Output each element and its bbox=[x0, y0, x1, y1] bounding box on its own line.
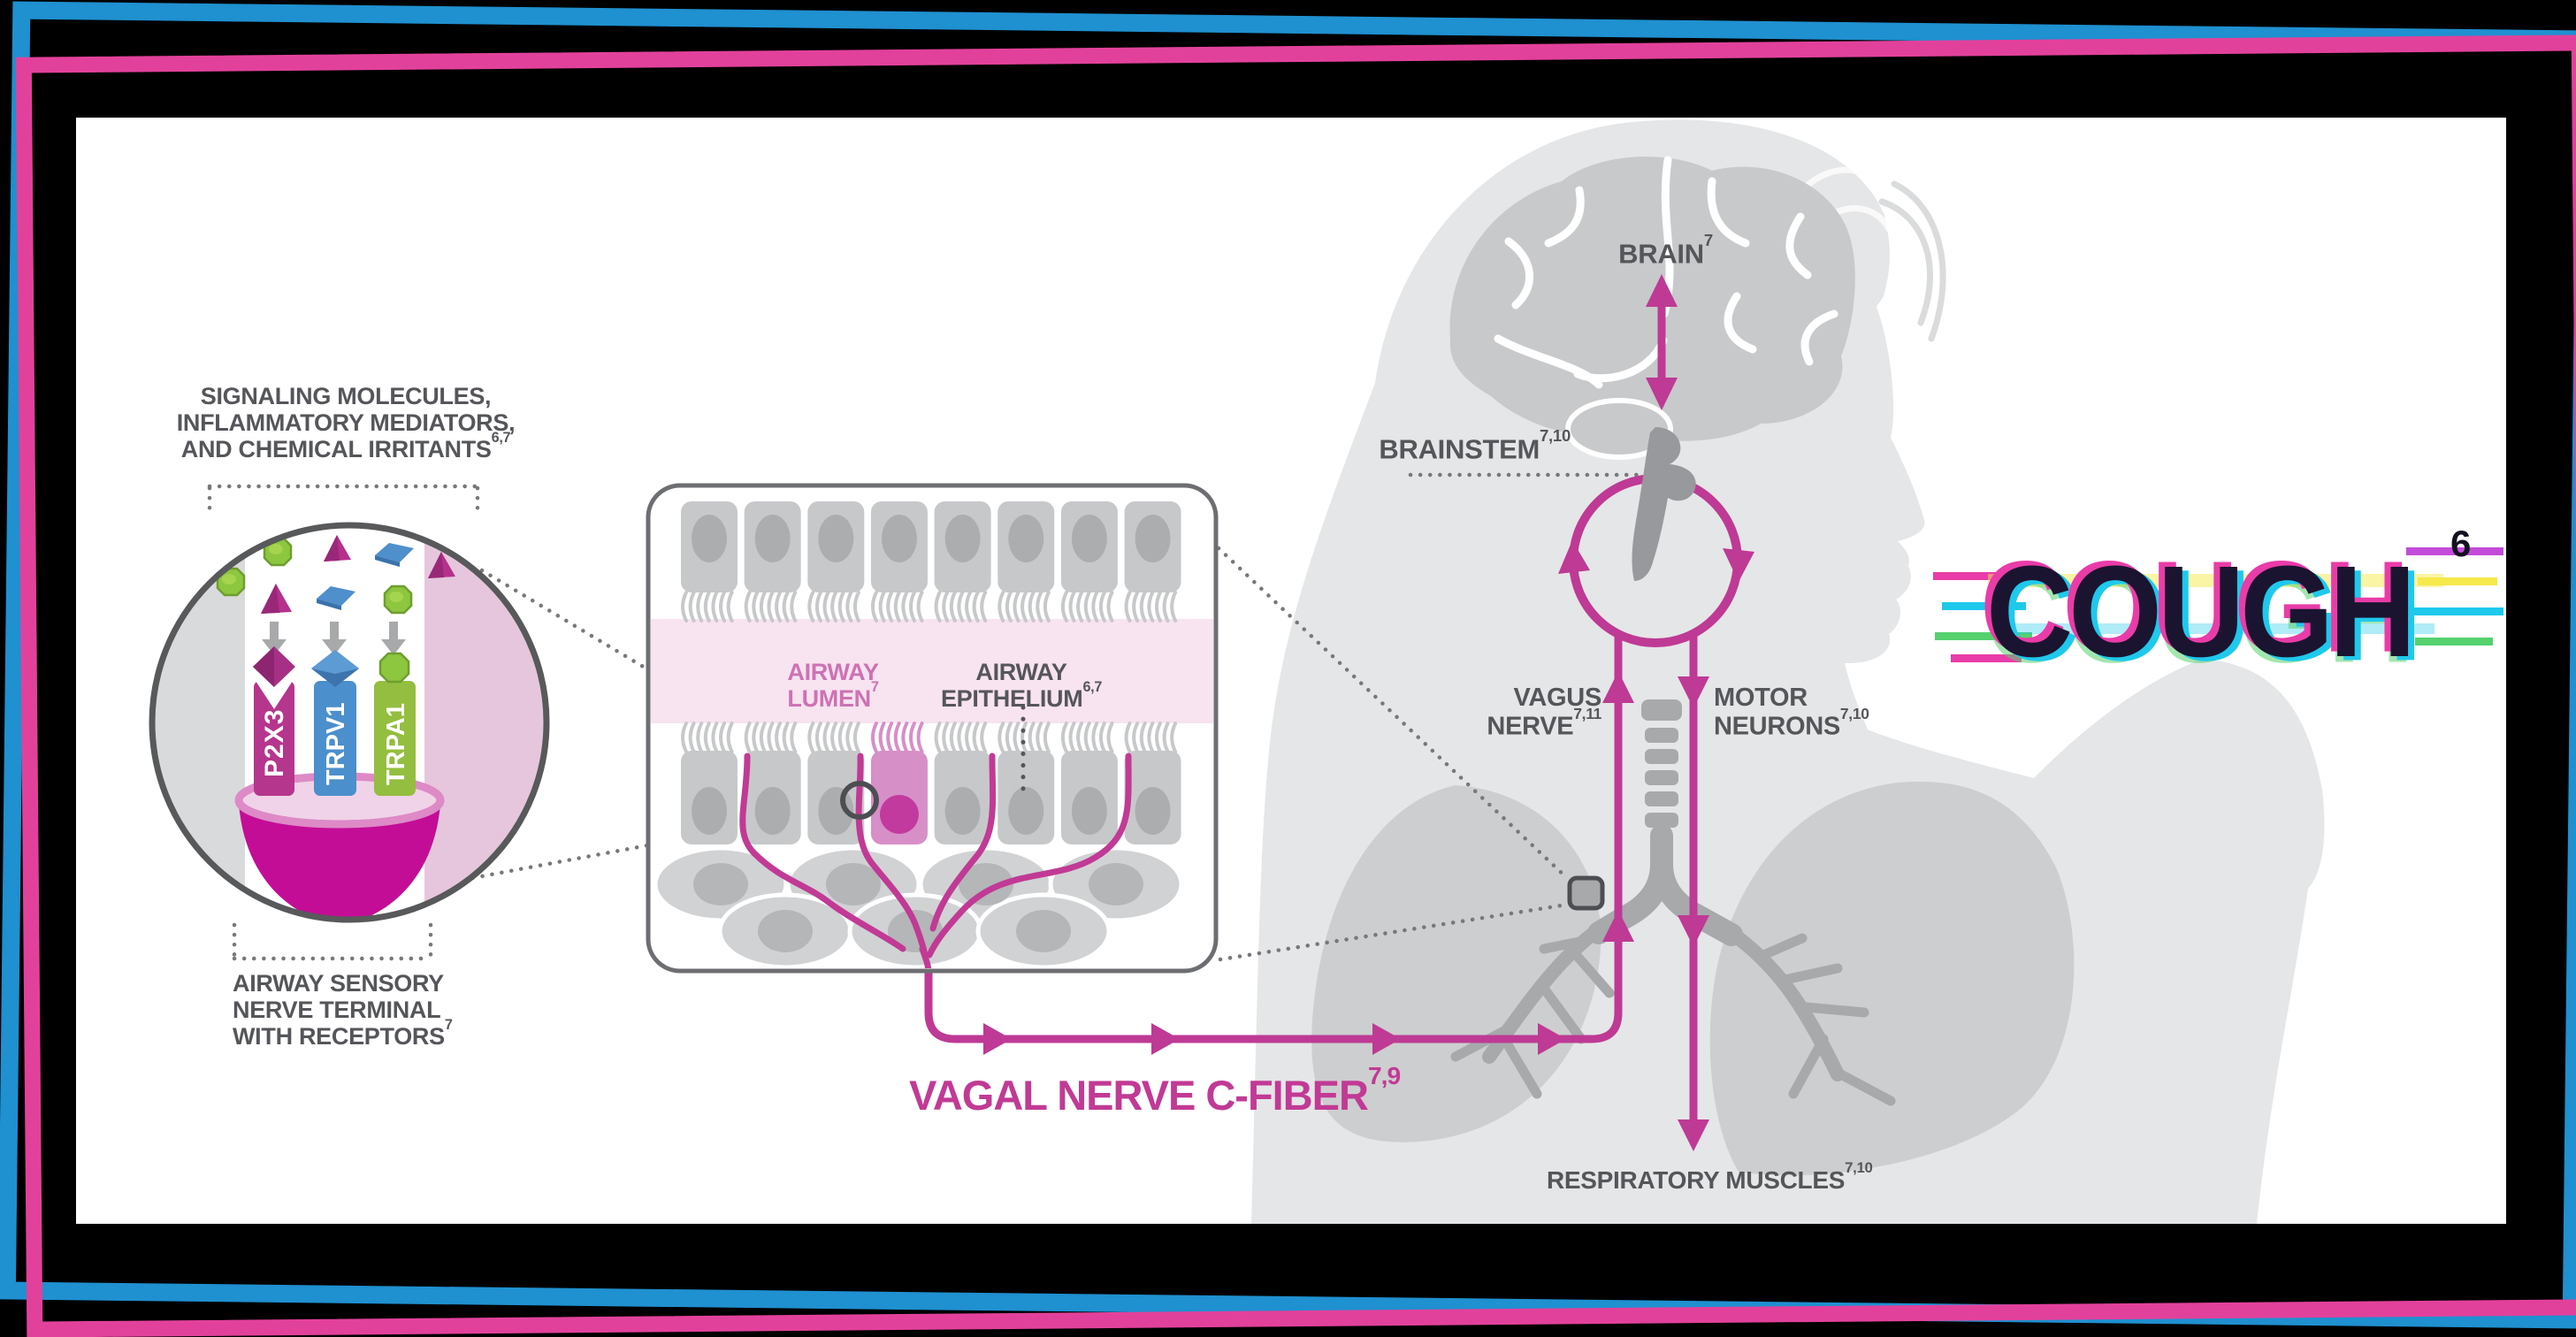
receptor-inset: P2X3 TRPV1 TRPA1 bbox=[149, 522, 550, 923]
brainstem-label: BRAINSTEM7,10 bbox=[1217, 426, 1571, 465]
epithelium-panel bbox=[646, 483, 1219, 974]
cilia-texture bbox=[681, 591, 1178, 753]
signaling-line1: SIGNALING MOLECULES, bbox=[200, 383, 492, 409]
receptor-channels: P2X3 TRPV1 TRPA1 bbox=[253, 646, 416, 796]
glitch-streak bbox=[1935, 632, 2032, 640]
receptor-label-trpa1: TRPA1 bbox=[382, 703, 410, 785]
brain-label: BRAIN7 bbox=[1579, 231, 1752, 270]
glitch-bar bbox=[1988, 574, 2443, 587]
epithelium-line2: EPITHELIUM bbox=[940, 685, 1083, 713]
lumen-line1: AIRWAY bbox=[787, 659, 879, 685]
vagus-nerve-label: VAGUS NERVE7,11 bbox=[1429, 684, 1601, 742]
respiratory-muscles-label: RESPIRATORY MUSCLES7,10 bbox=[1547, 1159, 2007, 1194]
vagus-line1: VAGUS bbox=[1513, 684, 1602, 712]
vagal-ref: 7,9 bbox=[1367, 1060, 1401, 1089]
terminal-line3: WITH RECEPTORS bbox=[233, 1023, 445, 1050]
brain-ref: 7 bbox=[1703, 230, 1713, 249]
signaling-line2: INFLAMMATORY MEDIATORS, bbox=[176, 409, 516, 437]
brainstem-graphic bbox=[1632, 427, 1696, 581]
nerve-terminal-label: AIRWAY SENSORY NERVE TERMINAL WITH RECEP… bbox=[233, 970, 524, 1050]
glitch-streak bbox=[1942, 602, 2026, 610]
brain-text: BRAIN bbox=[1618, 238, 1704, 270]
basal-cells bbox=[653, 845, 1184, 968]
epithelial-cells bbox=[681, 501, 1181, 844]
diagram-artwork: P2X3 TRPV1 TRPA1 bbox=[149, 119, 2325, 1224]
glitch-streak bbox=[2415, 638, 2493, 646]
signaling-molecules-label: SIGNALING MOLECULES, INFLAMMATORY MEDIAT… bbox=[169, 383, 523, 463]
lumen-line2: LUMEN bbox=[787, 685, 871, 713]
diagram-canvas: P2X3 TRPV1 TRPA1 bbox=[76, 118, 2506, 1224]
respiratory-ref: 7,10 bbox=[1845, 1159, 1873, 1177]
brainstem-ref: 7,10 bbox=[1540, 425, 1571, 445]
glitch-streak bbox=[1951, 654, 2022, 662]
cough-glitch-logo: COUGH 6 bbox=[1933, 517, 2503, 690]
magnifier-ring bbox=[840, 781, 879, 820]
vagus-ref: 7,11 bbox=[1573, 704, 1601, 722]
respiratory-text: RESPIRATORY MUSCLES bbox=[1547, 1166, 1846, 1194]
motor-line1: MOTOR bbox=[1714, 684, 1808, 712]
signaling-molecule-icons bbox=[216, 535, 455, 615]
down-arrow-icons bbox=[262, 622, 406, 655]
epithelium-line1: AIRWAY bbox=[975, 659, 1067, 685]
epithelium-ref: 6,7 bbox=[1082, 678, 1103, 695]
nerve-fiber-branches bbox=[739, 753, 1132, 968]
brain-sulci-lines bbox=[1494, 156, 1838, 389]
airway-epithelium-label: AIRWAY EPITHELIUM6,7 bbox=[933, 659, 1110, 712]
brainstem-text: BRAINSTEM bbox=[1379, 433, 1540, 465]
lumen-ref: 7 bbox=[870, 678, 879, 695]
vagal-text: VAGAL NERVE C-FIBER bbox=[909, 1072, 1369, 1119]
glitch-streak bbox=[2406, 547, 2503, 555]
pathway-arrowheads bbox=[983, 274, 1754, 1151]
terminal-line1: AIRWAY SENSORY bbox=[233, 970, 444, 997]
airway-lumen-label: AIRWAY LUMEN7 bbox=[745, 659, 921, 712]
lung-zoom-marker bbox=[1567, 875, 1605, 911]
terminal-ref: 7 bbox=[444, 1017, 453, 1034]
vagal-nerve-cfiber-label: VAGAL NERVE C-FIBER7,9 bbox=[909, 1061, 1475, 1119]
cough-logo-text: COUGH bbox=[1986, 539, 2416, 684]
nerve-terminal-bowl bbox=[234, 799, 445, 918]
receptor-label-p2x3: P2X3 bbox=[260, 709, 289, 777]
terminal-line2: NERVE TERMINAL bbox=[233, 997, 441, 1024]
motor-ref: 7,10 bbox=[1839, 704, 1869, 722]
signaling-line3: AND CHEMICAL IRRITANTS bbox=[180, 436, 492, 463]
motor-line2: NEURONS bbox=[1714, 713, 1840, 742]
cough-logo-ref: 6 bbox=[2450, 523, 2472, 564]
receptor-label-trpv1: TRPV1 bbox=[322, 703, 350, 785]
airway-lumen-band bbox=[651, 619, 1213, 723]
glitch-bar bbox=[1997, 623, 2435, 634]
motor-neurons-label: MOTOR NEURONS7,10 bbox=[1714, 684, 1961, 742]
glitch-streak bbox=[1933, 572, 2039, 580]
vagus-line2: NERVE bbox=[1487, 713, 1574, 742]
signaling-ref: 6,7 bbox=[491, 430, 511, 447]
glitch-streak bbox=[2411, 607, 2503, 615]
glitch-streak bbox=[2418, 577, 2497, 585]
